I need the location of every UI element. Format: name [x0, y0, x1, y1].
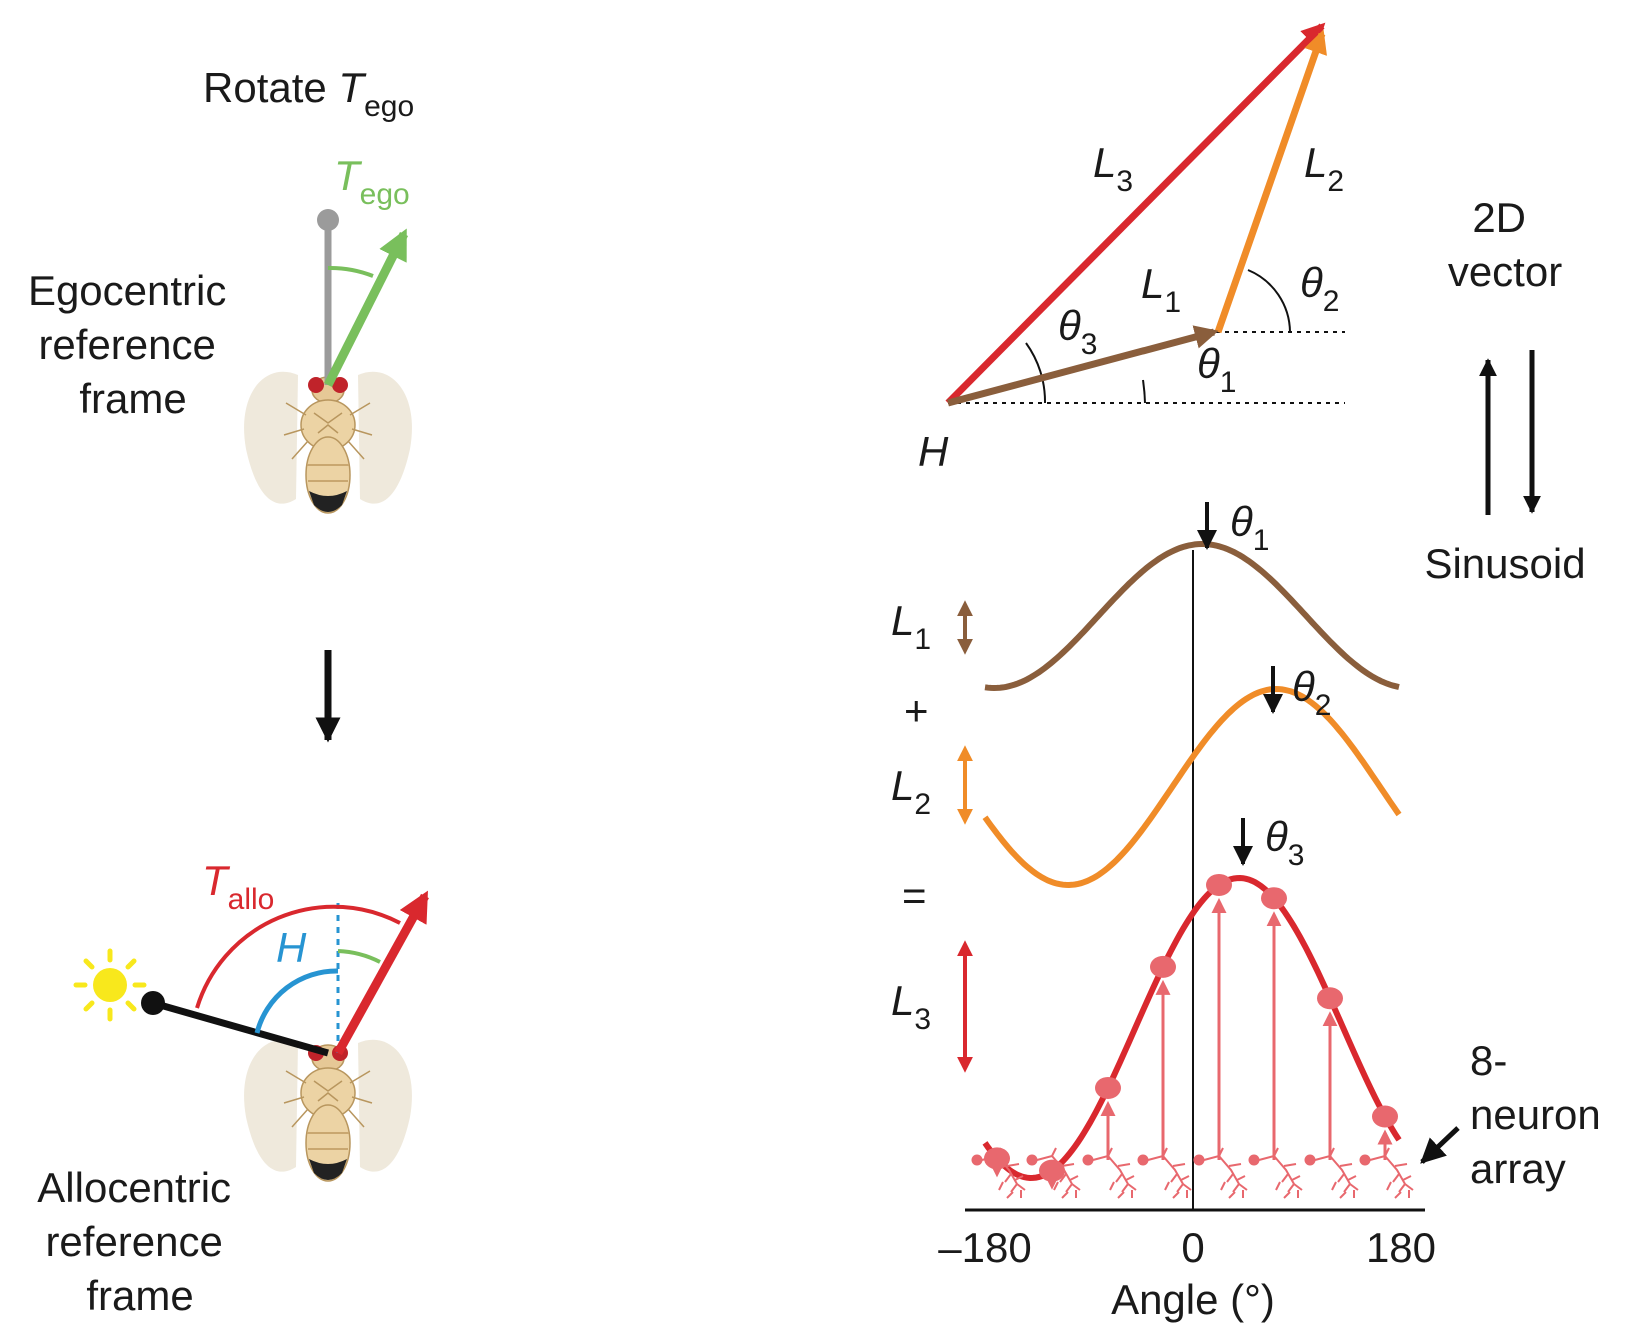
forward-axis-knob: [317, 209, 339, 231]
l3-vector: [945, 22, 1326, 406]
theta2-peak-label: θ2: [1292, 663, 1331, 722]
tick-label-min: –180: [938, 1224, 1031, 1271]
l2-label: L2: [1304, 139, 1344, 198]
l2-vector: [1214, 29, 1327, 334]
rotate-title: Rotate Tego: [203, 64, 414, 123]
heading-label: H: [276, 924, 307, 971]
neuron-dot-8: [1372, 1105, 1398, 1128]
tallo-arrow: [334, 890, 429, 1056]
neuron-7: [1303, 1147, 1359, 1199]
l1-amplitude-label: L1: [891, 597, 931, 656]
allocentric-fly: [243, 1038, 413, 1182]
theta1-label: θ1: [1197, 340, 1236, 399]
theta1-peak-label: θ1: [1230, 498, 1269, 557]
tego-angle-arc: [327, 265, 374, 278]
tallo-label: Tallo: [202, 857, 274, 916]
neuron-dot-4: [1150, 955, 1176, 978]
l1-vector: [947, 325, 1219, 407]
theta3-arc: [1025, 342, 1047, 404]
l1-sinusoid: [984, 541, 1400, 692]
neuron-dot-6: [1261, 887, 1287, 910]
theta3-peak-label: θ3: [1265, 813, 1304, 872]
neuron-6: [1247, 1147, 1303, 1199]
tego-arrow: [323, 228, 409, 388]
2d-vector-label: 2D vector: [1448, 194, 1562, 295]
theta1-arc: [1142, 379, 1146, 404]
heading-angle-arc: [254, 968, 339, 1034]
allocentric-frame-label: Allocentric reference frame: [37, 1164, 242, 1319]
egocentric-fly: [243, 370, 413, 514]
l3-label: L3: [1093, 139, 1133, 198]
neuron-activity-dots: [984, 873, 1398, 1182]
tick-label-max: 180: [1366, 1224, 1436, 1271]
tego-label: Tego: [334, 152, 410, 211]
vector-diagram: L3 L2 L1 θ2 θ3 θ1 H: [918, 22, 1345, 475]
theta2-label: θ2: [1300, 259, 1339, 318]
egocentric-frame-label: Egocentric reference frame: [28, 267, 238, 422]
conversion-panel: 2D vector Sinusoid: [1424, 194, 1585, 587]
neuron-dot-2: [1039, 1159, 1065, 1182]
sun-icon: [73, 948, 147, 1022]
tego-offset-arc: [337, 949, 381, 964]
l1-label: L1: [1141, 260, 1181, 319]
neuron-activity-stems: [989, 897, 1393, 1190]
theta3-label: θ3: [1058, 302, 1097, 361]
sun-bearing-knob: [141, 991, 165, 1015]
neuron-8: [1358, 1147, 1414, 1199]
neuron-dot-3: [1095, 1076, 1121, 1099]
sun-bearing-line: [152, 999, 329, 1057]
theta2-arc: [1247, 269, 1291, 333]
sinusoid-panel: θ1 θ2 θ3 L1 + L2 = L3 8- neuron array –1…: [891, 498, 1612, 1323]
neuron-4: [1136, 1147, 1192, 1199]
neuron-dot-7: [1317, 987, 1343, 1010]
origin-h-label: H: [918, 428, 949, 475]
l2-sinusoid: [982, 685, 1402, 889]
neuron-dot-5: [1206, 873, 1232, 896]
tick-label-zero: 0: [1181, 1224, 1204, 1271]
tallo-angle-arc: [195, 904, 401, 1009]
neuron-3: [1081, 1147, 1137, 1199]
l2-amplitude-label: L2: [891, 762, 931, 821]
plus-sign: +: [904, 687, 929, 734]
l3-amplitude-label: L3: [891, 977, 931, 1036]
neuron-array-label: 8- neuron array: [1470, 1037, 1612, 1192]
sinusoid-label: Sinusoid: [1424, 540, 1585, 587]
x-axis-label: Angle (°): [1111, 1276, 1275, 1323]
left-panel: Rotate Tego Tego Egocentric reference fr…: [28, 64, 429, 1319]
equals-sign: =: [902, 872, 927, 919]
neuron-array-pointer: [1420, 1126, 1460, 1164]
neuron-5: [1192, 1147, 1248, 1199]
